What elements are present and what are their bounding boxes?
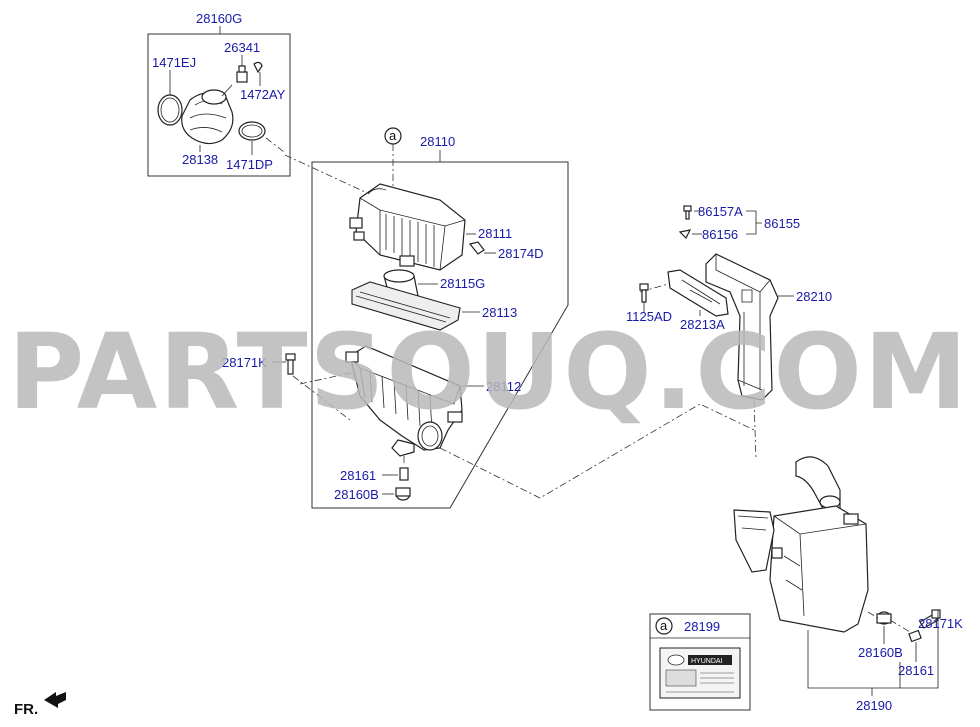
label-86157A[interactable]: 86157A [698,204,743,219]
label-28161-left[interactable]: 28161 [340,468,376,483]
connection-line [439,403,755,499]
label-28190[interactable]: 28190 [856,698,892,713]
label-28111[interactable]: 28111 [478,226,512,241]
duct-group: 86157A 86156 86155 28210 28213A 1125AD [626,204,832,461]
label-28210[interactable]: 28210 [796,289,832,304]
label-28138[interactable]: 28138 [182,152,218,167]
label-28110[interactable]: 28110 [420,134,455,149]
clip-1472AY-shape[interactable] [253,61,263,74]
sensor-26341-shape[interactable] [236,71,248,83]
watermark: PARTSOUQ.COM [8,311,969,433]
air-cleaner-group: 28110 a 28111 28174D 28115G 28113 [222,127,569,509]
label-28213A[interactable]: 28213A [680,317,725,332]
label-callout-box: a 28199 HYUNDAI [649,613,751,711]
label-28161-right[interactable]: 28161 [898,663,934,678]
bushing-28161-right-shape[interactable] [908,629,922,643]
screw-86157A-shape[interactable] [685,210,690,220]
label-86156[interactable]: 86156 [702,227,738,242]
label-box-marker-text: a [660,618,668,633]
front-arrow-icon [44,692,66,708]
hose-kit-group: 28160G 1471EJ 28138 26341 1472AY 1471DP [147,11,291,177]
label-28113[interactable]: 28113 [482,305,517,320]
label-28160G[interactable]: 28160G [196,11,242,26]
label-28160B-right[interactable]: 28160B [858,645,903,660]
resonator-group: 28160B 28161 28171K 28190 [733,456,963,713]
label-28171K-right[interactable]: 28171K [918,616,963,631]
label-28160B-left[interactable]: 28160B [334,487,379,502]
label-box-frame [649,613,751,711]
clip-86156-shape[interactable] [678,229,692,240]
detail-marker-a-text: a [389,128,397,143]
bracket-28213A-shape[interactable] [667,269,729,317]
label-1471DP[interactable]: 1471DP [226,157,273,172]
sticker-brand-text: HYUNDAI [691,658,723,665]
label-28115G[interactable]: 28115G [440,276,485,291]
hyundai-logo-icon [667,654,685,666]
label-28112[interactable]: 28112 [486,379,521,394]
label-1125AD[interactable]: 1125AD [626,309,672,324]
bolt-1125AD-shape[interactable] [639,283,649,291]
clip-28174D-shape[interactable] [468,241,485,255]
air-cleaner-frame [311,161,569,509]
bushing-28161-left-shape[interactable] [399,467,409,481]
label-28171K-left[interactable]: 28171K [222,355,267,370]
hose-port-shape [201,89,227,105]
label-1471EJ[interactable]: 1471EJ [152,55,196,70]
label-26341[interactable]: 26341 [224,40,260,55]
label-28174D[interactable]: 28174D [498,246,544,261]
resonator-body-shape[interactable] [769,505,869,633]
label-28199[interactable]: 28199 [684,619,720,634]
label-box-marker [655,617,673,635]
label-1472AY[interactable]: 1472AY [240,87,286,102]
clamp-1471EJ-shape[interactable] [157,94,183,126]
hose-kit-frame [147,33,291,177]
resonator-inlet-shape[interactable] [733,509,775,573]
label-86155[interactable]: 86155 [764,216,800,231]
front-direction-indicator: FR. [14,692,66,718]
direction-label: FR. [14,701,38,718]
